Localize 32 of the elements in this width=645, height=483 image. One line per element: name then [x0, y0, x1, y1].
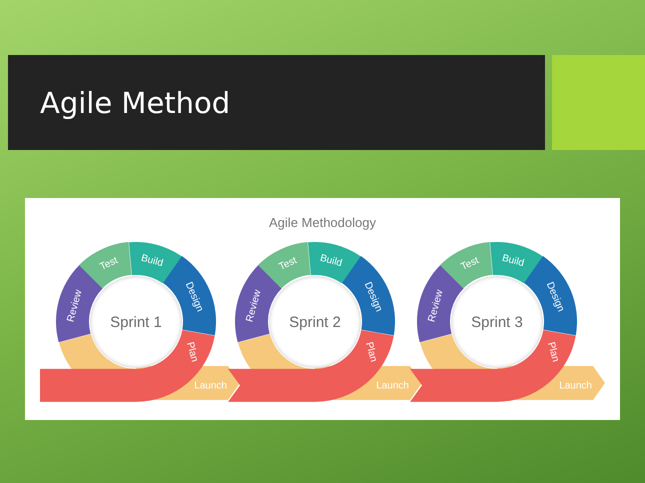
segment-label: Plan	[545, 340, 561, 363]
segment-label: Design	[544, 280, 567, 314]
segment-label: Build	[501, 252, 526, 269]
segment-label: Plan	[363, 340, 379, 363]
ring-segment	[162, 256, 216, 336]
slide-title: Agile Method	[40, 86, 230, 120]
ring-segment	[342, 256, 395, 336]
sprint-label: Sprint 2	[289, 314, 341, 330]
diagram-heading: Agile Methodology	[268, 215, 377, 230]
ring-segment	[308, 242, 361, 284]
sprint-label: Sprint 1	[110, 314, 162, 330]
segment-label: Design	[183, 280, 206, 314]
segment-label: Review	[244, 288, 264, 323]
segment-label: Review	[65, 288, 84, 323]
segment-label: Build	[140, 252, 165, 269]
segment-label: Launch	[194, 380, 227, 392]
ring-segment	[258, 242, 311, 289]
segment-label: Test	[278, 256, 299, 274]
ring-segment	[129, 242, 182, 284]
sprint-label: Sprint 3	[471, 314, 523, 330]
ring-segment	[79, 242, 132, 289]
segment-label: Launch	[559, 380, 592, 392]
segment-label: Build	[319, 252, 344, 269]
segment-label: Launch	[376, 380, 409, 392]
ring-segment	[440, 242, 493, 289]
ring-segment	[524, 256, 577, 336]
segment-label: Design	[362, 280, 385, 314]
segment-label: Test	[98, 256, 120, 274]
ring-segment	[490, 242, 543, 284]
segment-label: Review	[426, 288, 446, 323]
segment-label: Test	[460, 256, 481, 274]
segment-label: Plan	[184, 340, 200, 363]
